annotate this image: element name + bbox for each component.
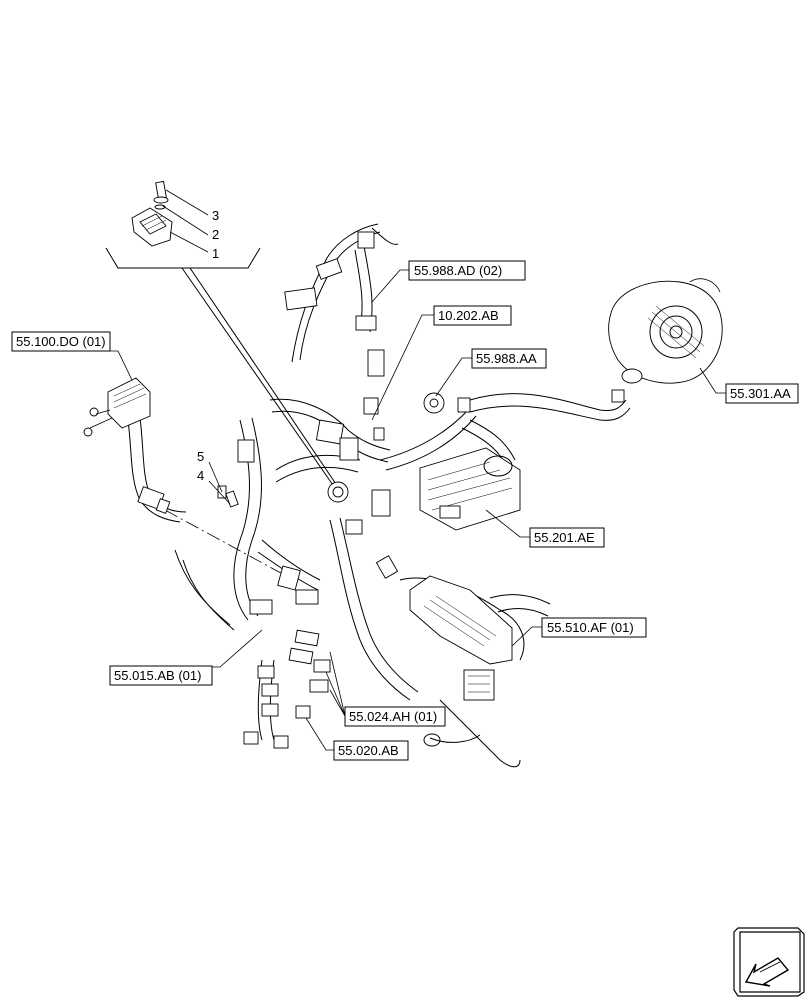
leader-to-grommet-a (181, 267, 336, 489)
callout-55-510-af-box[interactable] (541, 617, 647, 638)
harness-grommet (327, 481, 349, 503)
callout-55-015-ab[interactable]: 55.015.AB (01) (114, 668, 201, 683)
lower-left-connectors (243, 665, 289, 749)
callout-55-024-ah[interactable]: 55.024.AH (01) (349, 709, 437, 724)
reference-bracket-frame (105, 247, 261, 269)
callout-55-201-ae-box[interactable] (529, 527, 605, 548)
callout-55-988-aa-box[interactable] (471, 348, 547, 369)
callout-55-020-ab[interactable]: 55.020.AB (338, 743, 399, 758)
central-connectors (237, 397, 399, 615)
item-number-1: 1 (212, 246, 219, 261)
leader-55-201-ae (485, 509, 530, 538)
item-number-5: 5 (197, 449, 204, 464)
main-wire-harness (127, 223, 631, 768)
callout-55-024-ah-box[interactable] (344, 706, 446, 727)
item-leaders (162, 189, 209, 253)
callout-10-202-ab[interactable]: 10.202.AB (438, 308, 499, 323)
plug-connectors (288, 629, 331, 719)
callout-55-301-aa-box[interactable] (725, 383, 799, 404)
callout-55-301-aa[interactable]: 55.301.AA (730, 386, 791, 401)
leader-to-grommet-b (189, 267, 341, 491)
inline-connector-left (137, 486, 171, 514)
leader-55-988-aa (435, 357, 472, 397)
alternator (608, 278, 723, 403)
leader-55-301-aa (699, 367, 726, 394)
sensor-55-988-aa (423, 392, 471, 414)
callout-55-100-do-box[interactable] (11, 331, 111, 352)
callout-55-510-af[interactable]: 55.510.AF (01) (547, 620, 634, 635)
callout-55-020-ab-box[interactable] (333, 740, 409, 761)
leader-55-020-ab (305, 717, 334, 751)
callout-55-100-do[interactable]: 55.100.DO (01) (16, 334, 106, 349)
starter-motor (419, 447, 521, 531)
leader-55-510-af (511, 626, 542, 647)
callout-55-988-ad[interactable]: 55.988.AD (02) (414, 263, 502, 278)
leader-55-988-ad (371, 269, 409, 303)
bracket-assembly (131, 180, 173, 247)
leader-55-100-do (110, 350, 133, 381)
arrow-back-icon[interactable] (733, 927, 805, 997)
item-number-2: 2 (212, 227, 219, 242)
small-plug-items-4-5 (208, 461, 239, 508)
leader-55-024-ah (325, 651, 346, 717)
callout-55-015-ab-box[interactable] (109, 665, 213, 686)
item-number-4: 4 (197, 468, 204, 483)
callout-10-202-ab-box[interactable] (433, 305, 512, 326)
leader-55-015-ab (212, 629, 263, 668)
callout-55-988-ad-box[interactable] (408, 260, 526, 281)
callout-55-201-ae[interactable]: 55.201.AE (534, 530, 595, 545)
item-number-3: 3 (212, 208, 219, 223)
callout-55-988-aa[interactable]: 55.988.AA (476, 351, 537, 366)
fuse-block (83, 377, 151, 437)
control-module (409, 575, 513, 701)
leader-10-202-ab (371, 314, 434, 421)
